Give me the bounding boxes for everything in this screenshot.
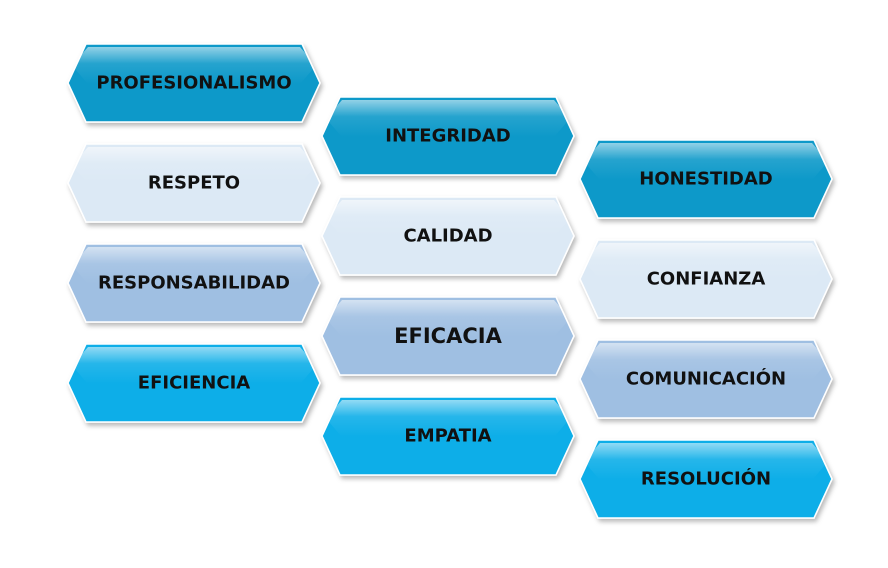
hexagon-gloss bbox=[326, 300, 570, 337]
hexagon-respeto: RESPETO bbox=[67, 143, 321, 223]
hexagon-profesionalismo: PROFESIONALISMO bbox=[67, 43, 321, 123]
hexagon-label: RESPONSABILIDAD bbox=[98, 273, 290, 294]
hexagon-responsabilidad: RESPONSABILIDAD bbox=[67, 243, 321, 323]
hexagon-label: CALIDAD bbox=[403, 226, 492, 247]
hexagon-label: INTEGRIDAD bbox=[385, 126, 510, 147]
hexagon-confianza: CONFIANZA bbox=[579, 239, 833, 319]
hexagon-gloss bbox=[584, 143, 828, 180]
hexagon-gloss bbox=[584, 343, 828, 380]
hexagon-label: HONESTIDAD bbox=[639, 169, 772, 190]
hexagon-resolucion: RESOLUCIÓN bbox=[579, 439, 833, 519]
hexagon-gloss bbox=[72, 247, 316, 284]
hexagon-gloss bbox=[584, 443, 828, 480]
hexagon-gloss bbox=[584, 243, 828, 280]
hexagon-honestidad: HONESTIDAD bbox=[579, 139, 833, 219]
hexagon-label: CONFIANZA bbox=[647, 269, 766, 290]
hexagon-label: EMPATIA bbox=[404, 426, 491, 447]
hexagon-gloss bbox=[72, 147, 316, 184]
hexagon-label: RESOLUCIÓN bbox=[641, 468, 771, 490]
hexagon-eficiencia: EFICIENCIA bbox=[67, 343, 321, 423]
hexagon-label: EFICACIA bbox=[394, 324, 502, 348]
hexagon-label: EFICIENCIA bbox=[138, 373, 250, 394]
hexagon-gloss bbox=[72, 347, 316, 384]
hexagon-eficacia: EFICACIA bbox=[321, 296, 575, 376]
hexagon-label: RESPETO bbox=[148, 173, 240, 194]
hexagon-comunicacion: COMUNICACIÓN bbox=[579, 339, 833, 419]
hexagon-gloss bbox=[326, 100, 570, 137]
hexagon-calidad: CALIDAD bbox=[321, 196, 575, 276]
hexagon-label: COMUNICACIÓN bbox=[626, 368, 786, 390]
hexagon-empatia: EMPATIA bbox=[321, 396, 575, 476]
hexagon-gloss bbox=[72, 47, 316, 84]
hexagon-integridad: INTEGRIDAD bbox=[321, 96, 575, 176]
hexagon-gloss bbox=[326, 400, 570, 437]
hexagon-gloss bbox=[326, 200, 570, 237]
hexagon-label: PROFESIONALISMO bbox=[96, 73, 291, 94]
hexagon-layer: PROFESIONALISMO RESPETO RESPONSABILIDAD EFI… bbox=[67, 43, 833, 519]
